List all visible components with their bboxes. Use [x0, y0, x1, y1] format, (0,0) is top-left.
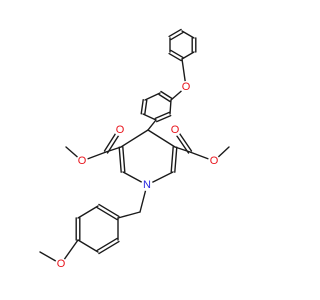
left-ester-carbonyl-oxygen-label: O: [116, 124, 125, 136]
bond-double-line-b: [96, 206, 118, 221]
right-ester-carbonyl-oxygen-label: O: [171, 124, 180, 136]
bond-double-line-b: [170, 146, 174, 173]
bond-double-line-b: [144, 99, 148, 115]
methoxy-oxygen-atom: O: [55, 258, 67, 270]
bond-double-line-b: [170, 31, 184, 41]
right-ester-single-oxygen-label: O: [210, 155, 219, 167]
right-ester-single-oxygen-atom: O: [208, 155, 220, 167]
ring-nitrogen-atom: N: [141, 179, 153, 191]
left-ester-single-oxygen-label: O: [78, 155, 87, 167]
bond-double-line-b: [96, 237, 118, 252]
bond-double-line-a: [174, 146, 178, 173]
bond-double-line-a: [156, 114, 172, 123]
ether-oxygen-atom: O: [180, 81, 192, 93]
molecule-canvas: O O O O O N O: [39, 28, 230, 270]
bond-double-line-a: [140, 99, 144, 115]
molecule-structure-diagram: O O O O O N O: [39, 28, 230, 270]
bond-single: [77, 205, 99, 219]
bond-double-line-a: [118, 146, 122, 173]
bond-single: [120, 129, 149, 148]
ring-nitrogen-label: N: [143, 179, 151, 191]
right-ester-carbonyl-oxygen-atom: O: [169, 124, 181, 136]
bond-single: [181, 51, 195, 60]
bond-single: [144, 92, 161, 101]
left-ester-single-oxygen-atom: O: [76, 155, 88, 167]
bond-single: [142, 113, 157, 121]
left-ester-carbonyl-oxygen-atom: O: [114, 124, 126, 136]
bond-double-line-b: [154, 111, 170, 120]
bond-single: [77, 239, 99, 253]
bond-single: [147, 119, 157, 131]
bond-double-line-b: [122, 146, 126, 173]
bond-double-line-a: [168, 52, 182, 62]
bond-double-line-a: [98, 240, 120, 255]
bond-double-line-a: [98, 203, 120, 218]
bond-double-line-a: [160, 90, 173, 100]
bond-double-line-a: [168, 28, 182, 38]
bond-double-line-b: [158, 93, 171, 103]
bond-double-line-b: [170, 49, 184, 59]
bond-single: [147, 129, 176, 148]
atom-label-layer: O O O O O N O: [55, 81, 220, 270]
bond-single: [169, 99, 172, 115]
ether-oxygen-label: O: [182, 81, 191, 93]
methoxy-oxygen-label: O: [57, 258, 66, 270]
bond-layer: [39, 28, 230, 265]
bond-single: [117, 211, 141, 219]
bond-single: [181, 30, 195, 39]
